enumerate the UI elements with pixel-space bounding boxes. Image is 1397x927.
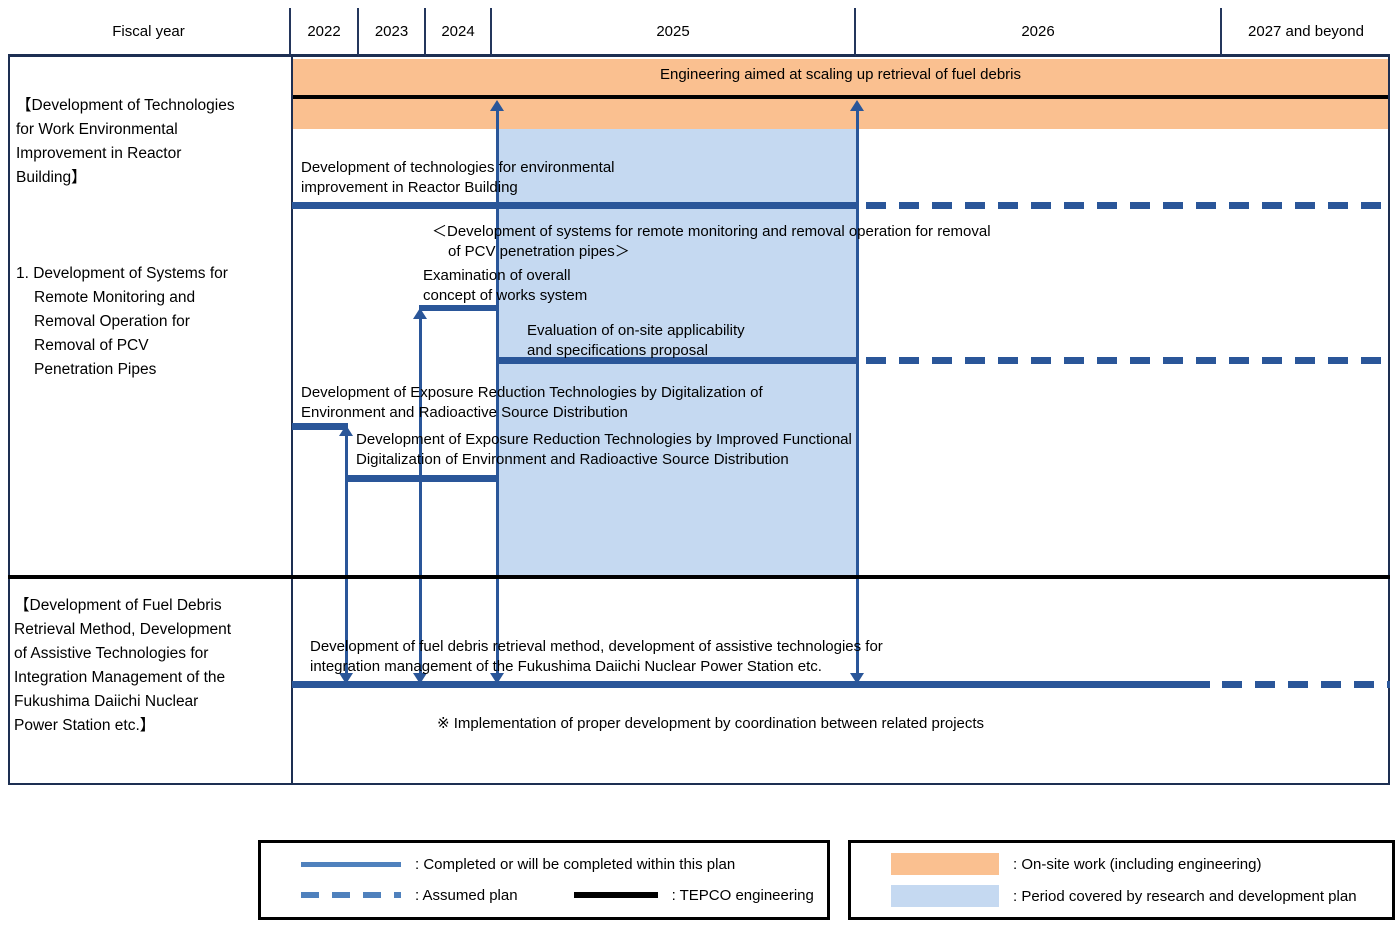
arrow1-up-head-icon (339, 425, 353, 436)
engineering-band-label: Engineering aimed at scaling up retrieva… (659, 66, 1022, 83)
legend-row-completed: : Completed or will be completed within … (261, 856, 827, 873)
label-exposure-improved: Development of Exposure Reduction Techno… (356, 431, 852, 468)
header-cell-2023: 2023 (359, 8, 426, 57)
category-remote-monitoring: 1. Development of Systems for Remote Mon… (16, 265, 228, 378)
label-fuel-debris-task: Development of fuel debris retrieval met… (310, 638, 883, 675)
bar-exposure-improved (348, 475, 497, 482)
header-cell-2022: 2022 (291, 8, 359, 57)
bar-examination (419, 305, 497, 311)
legend-onsite-label: : On-site work (including engineering) (1013, 855, 1262, 873)
bar-exposure-digitalization (292, 423, 348, 430)
bar-evaluation (497, 357, 857, 364)
header-cell-2024: 2024 (426, 8, 492, 57)
fiscal-year-header-row: Fiscal year 2022 2023 2024 2025 2026 202… (8, 8, 1390, 57)
legend-completed-label: : Completed or will be completed within … (415, 856, 736, 874)
header-cell-2026: 2026 (856, 8, 1222, 57)
dash-env-improvement (866, 202, 1390, 209)
arrow2-up-head-icon (413, 308, 427, 319)
year-label: 2027 and beyond (1248, 22, 1364, 40)
bar-env-improvement (292, 202, 857, 209)
legend-period-box: : On-site work (including engineering) :… (848, 840, 1395, 920)
legend-row-assumed-tepco: : Assumed plan : TEPCO engineering (261, 887, 827, 904)
tepco-engineering-line (293, 95, 1388, 99)
bar-fuel-debris (292, 681, 1210, 688)
label-exposure-digitalization: Development of Exposure Reduction Techno… (301, 384, 763, 421)
arrow2-line (419, 317, 422, 674)
dashed-line-swatch-icon (301, 892, 401, 899)
fiscal-year-label: Fiscal year (112, 22, 185, 40)
onsite-work-band (293, 59, 1388, 129)
arrow3-down-head-icon (490, 673, 504, 684)
arrow3-up-head-icon (490, 100, 504, 111)
header-cell-2027-beyond: 2027 and beyond (1222, 8, 1390, 57)
legend-row-rnd: : Period covered by research and develop… (851, 885, 1392, 907)
arrow4-line (856, 109, 859, 674)
label-env-improvement: Development of technologies for environm… (301, 159, 615, 196)
legend-tepco-label: : TEPCO engineering (671, 886, 814, 904)
legend-plan-box: : Completed or will be completed within … (258, 840, 830, 920)
section-divider (8, 575, 1390, 579)
year-label: 2024 (441, 22, 475, 40)
legend-rnd-label: : Period covered by research and develop… (1013, 887, 1357, 905)
blue-swatch-icon (891, 885, 999, 907)
arrow1-line (345, 434, 348, 674)
arrow1-down-head-icon (339, 673, 353, 684)
solid-line-swatch-icon (301, 862, 401, 868)
legend-assumed-label: : Assumed plan (415, 886, 518, 904)
year-label: 2025 (656, 22, 690, 40)
black-line-swatch-icon (573, 892, 658, 899)
dash-fuel-debris (1222, 681, 1390, 688)
label-examination: Examination of overall concept of works … (423, 267, 588, 304)
legend-row-onsite: : On-site work (including engineering) (851, 853, 1392, 875)
label-coordination-note: ※ Implementation of proper development b… (437, 715, 985, 732)
arrow4-down-head-icon (850, 673, 864, 684)
arrow3-line (496, 109, 499, 674)
category-fuel-debris: 【Development of Fuel Debris Retrieval Me… (14, 597, 232, 734)
header-cell-2025: 2025 (492, 8, 856, 57)
label-evaluation: Evaluation of on-site applicability and … (527, 322, 745, 359)
header-cell-fiscal-year: Fiscal year (8, 8, 291, 57)
year-label: 2026 (1021, 22, 1055, 40)
dash-evaluation (866, 357, 1390, 364)
arrow4-up-head-icon (850, 100, 864, 111)
year-label: 2023 (374, 22, 409, 40)
arrow2-down-head-icon (413, 673, 427, 684)
orange-swatch-icon (891, 853, 999, 875)
label-pcv-systems-heading: ＜Development of systems for remote monit… (432, 223, 991, 260)
year-label: 2022 (307, 22, 341, 40)
label-column-divider (291, 57, 293, 785)
category-work-environment: 【Development of Technologies for Work En… (16, 97, 235, 186)
